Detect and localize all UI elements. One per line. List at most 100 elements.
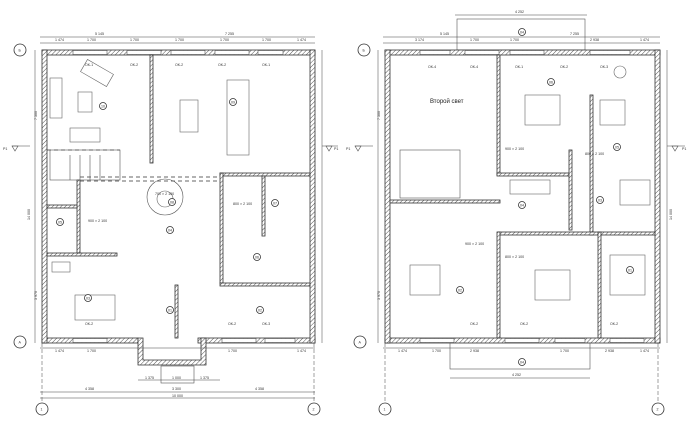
window-label: ОК-2 — [560, 65, 568, 69]
wall-left — [41, 49, 48, 344]
door-label: 800 × 2 100 — [505, 255, 524, 259]
dim-text: 1 474 — [398, 349, 407, 353]
label-text: 01 — [168, 309, 172, 313]
dim-text: 1 700 — [87, 38, 96, 42]
dim-text: 2 938 — [605, 349, 614, 353]
wall-right — [654, 49, 661, 344]
dim-text: 4 252 — [512, 373, 521, 377]
dim-text: 3 300 — [172, 387, 181, 391]
dim-text: 3 970 — [377, 291, 381, 300]
dim-text: 7 300 — [34, 111, 38, 120]
dim-text: 1 700 — [220, 38, 229, 42]
axis-marker-2 — [651, 402, 665, 416]
label-text: 04 — [520, 204, 524, 208]
label-text: 10 — [101, 105, 105, 109]
interior-wall — [496, 172, 570, 177]
label-text: Б — [363, 49, 366, 53]
label-text: 1 — [384, 408, 386, 412]
dim-text: 4 358 — [85, 387, 94, 391]
axis-marker-2 — [307, 402, 321, 416]
dim-text: 7 255 — [570, 32, 579, 36]
dim-text: 1 474 — [640, 38, 649, 42]
dim-text: 1 700 — [262, 38, 271, 42]
label-text: 03 — [86, 297, 90, 301]
door-label: 700 × 2 100 — [155, 192, 174, 196]
label-text: 05 — [615, 146, 619, 150]
window-label: ОК-1 — [515, 65, 523, 69]
stairs — [49, 149, 121, 181]
label-text: Б — [19, 49, 22, 53]
interior-wall — [568, 149, 573, 231]
dim-text: 1 700 — [130, 38, 139, 42]
label-text: 09 — [231, 101, 235, 105]
interior-wall — [597, 231, 602, 339]
label-text: 04 — [168, 229, 172, 233]
second-light-label: Второй свет — [430, 98, 464, 105]
interior-wall — [497, 231, 656, 236]
window-label: ОК-1 — [85, 63, 93, 67]
door-label: 900 × 2 100 — [505, 147, 524, 151]
stairs — [399, 149, 461, 199]
axis-marker-a — [13, 335, 27, 349]
dim-text: 7 300 — [377, 111, 381, 120]
dim-text: 3 970 — [34, 291, 38, 300]
furniture — [409, 65, 651, 301]
window-label: ОК-2 — [218, 63, 226, 67]
window-label: ОК-2 — [520, 322, 528, 326]
label-text: 07 — [273, 202, 277, 206]
round-stair — [146, 178, 184, 216]
label-text: 01 — [628, 269, 632, 273]
room-markers: 06 05 04 03 02 01 — [456, 78, 634, 294]
window-label: ОК-4 — [428, 65, 436, 69]
dim-text: 1 375 — [200, 376, 209, 380]
dim-text: 2 938 — [470, 349, 479, 353]
door-label: 900 × 2 100 — [465, 242, 484, 246]
dim-text: 1 700 — [560, 349, 569, 353]
window-label: ОК-3 — [600, 65, 608, 69]
dim-text: 1 700 — [175, 38, 184, 42]
interior-wall — [219, 172, 311, 177]
door-label: 800 × 2 100 — [585, 152, 604, 156]
axis-marker-1 — [378, 402, 392, 416]
second-floor-plan: 4 252 04 5 145 7 255 3 174 1 700 1 700 2… — [346, 10, 686, 416]
window-label: ОК-1 — [262, 63, 270, 67]
interior-wall — [149, 54, 154, 164]
dim-text: 1 700 — [510, 38, 519, 42]
label-text: А — [19, 341, 22, 345]
interior-wall — [76, 179, 81, 254]
dim-text: 1 700 — [470, 38, 479, 42]
interior-wall — [496, 231, 501, 339]
axis-marker-a — [353, 335, 367, 349]
dim-text: 10 000 — [172, 394, 183, 398]
axis-marker-b — [357, 43, 371, 57]
label-text: 06 — [255, 256, 259, 260]
section-mark: P1 — [682, 147, 686, 151]
balcony-bottom — [449, 342, 591, 370]
interior-wall — [589, 94, 594, 236]
room-markers: 10 09 08 07 06 05 04 03 02 01 — [56, 98, 279, 314]
window-label: ОК-3 — [262, 322, 270, 326]
label-text: 02 — [458, 289, 462, 293]
interior-wall — [46, 204, 78, 209]
interior-wall — [496, 54, 501, 176]
dim-text: 1 700 — [87, 349, 96, 353]
label-text: 06 — [549, 81, 553, 85]
interior-wall — [174, 284, 179, 339]
interior-wall — [46, 252, 118, 257]
label-text: 03 — [598, 199, 602, 203]
dim-text: 14 000 — [27, 209, 31, 220]
window-label: ОК-2 — [610, 322, 618, 326]
dim-text: 1 474 — [55, 38, 64, 42]
window-label: ОК-2 — [228, 322, 236, 326]
dim-text: 1 700 — [432, 349, 441, 353]
window-label: ОК-4 — [470, 65, 478, 69]
interior-wall — [219, 282, 311, 287]
label-text: А — [359, 341, 362, 345]
section-mark: P1 — [346, 147, 350, 151]
wall-bottom-right — [197, 337, 316, 344]
window-label: ОК-2 — [130, 63, 138, 67]
window-label: ОК-2 — [470, 322, 478, 326]
label-text: 02 — [258, 309, 262, 313]
dim-text: 1 000 — [172, 376, 181, 380]
